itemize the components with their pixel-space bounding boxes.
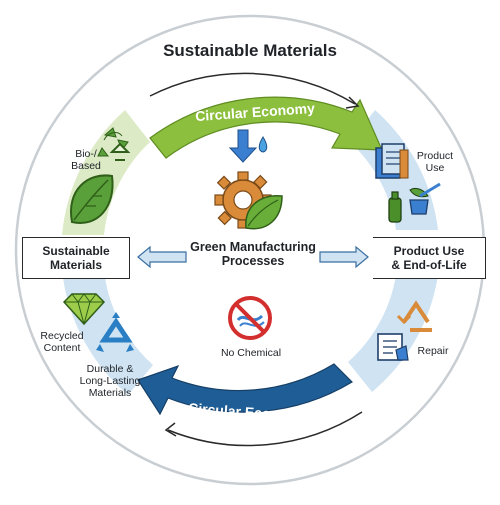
bottle-icon: [388, 182, 441, 223]
bio-based-line2: Based: [71, 160, 101, 173]
bio-based-label: Bio-/ Based: [66, 148, 106, 172]
durable-line3: Materials: [88, 387, 132, 400]
recycle-orange-icon: [396, 300, 432, 332]
product-use-line2: Use: [425, 162, 445, 175]
sustainable-materials-box: Sustainable Materials: [22, 237, 130, 279]
top-guide-line: [149, 72, 356, 105]
product-use-label: Product Use: [410, 150, 460, 174]
left-box-line1: Sustainable: [42, 243, 110, 258]
left-arrow: [137, 245, 187, 269]
recycled-content-line1: Recycled: [40, 330, 84, 342]
product-use-end-of-life-box: Product Use & End-of-Life: [373, 237, 486, 279]
repair-document-icon: [377, 333, 409, 361]
repair-label: Repair: [417, 345, 449, 357]
down-arrow-icon: [228, 129, 258, 163]
top-guide-arrowhead: [345, 96, 360, 109]
recycle-icon: [97, 127, 129, 157]
bio-based-line1: Bio-/: [75, 148, 97, 160]
gear-leaf-icon: [214, 171, 283, 230]
leaf-icon: [70, 174, 114, 224]
no-chemical-icon: [228, 296, 272, 340]
no-chemical-label: No Chemical: [220, 347, 282, 359]
durable-label: Durable & Long-Lasting Materials: [70, 363, 150, 399]
durable-line1: Durable &: [86, 363, 134, 375]
right-box-line1: Product Use: [393, 243, 465, 258]
recycle-blue-icon: [96, 312, 134, 352]
center-label-line2: Processes: [221, 254, 285, 269]
diamond-icon: [62, 293, 106, 326]
documents-icon: [375, 143, 409, 179]
recycled-content-label: Recycled Content: [30, 330, 94, 354]
durable-line2: Long-Lasting: [79, 375, 141, 388]
bottom-guide-arrowhead: [164, 422, 177, 437]
bottom-circular-arrow: [137, 363, 353, 416]
left-box-line2: Materials: [49, 258, 103, 272]
center-label-line1: Green Manufacturing: [190, 240, 316, 254]
recycle-outline-icon: [109, 142, 131, 161]
product-use-line1: Product: [416, 150, 454, 162]
bottom-guide-line: [167, 411, 363, 447]
center-label: Green Manufacturing Processes: [180, 240, 326, 269]
page-title: Sustainable Materials: [163, 41, 337, 60]
right-box-line2: & End-of-Life: [391, 258, 467, 272]
right-arrow: [319, 245, 369, 269]
recycled-content-line2: Content: [43, 342, 81, 355]
water-drop-icon: [258, 136, 268, 153]
